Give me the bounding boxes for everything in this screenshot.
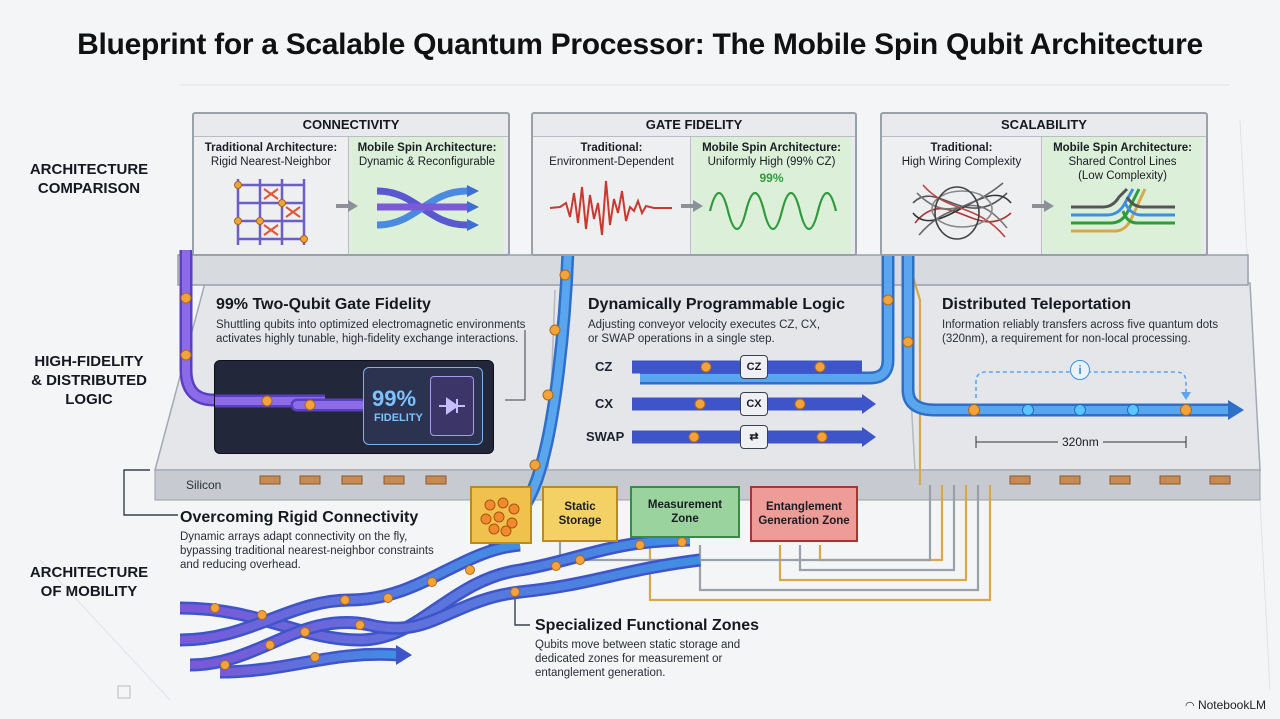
body-line: entanglement generation.	[535, 667, 666, 679]
swap-gate: ⇄	[740, 425, 768, 449]
rigid-section-body: Dynamic arrays adapt connectivity on the…	[180, 530, 434, 572]
fidelity-badge: 99%	[759, 171, 784, 185]
fidelity-label: FIDELITY	[374, 412, 423, 424]
column-desc: Shared Control Lines	[1068, 156, 1177, 168]
mobile-column: Mobile Spin Architecture: Dynamic & Reco…	[350, 137, 504, 254]
scalability-panel: SCALABILITY Traditional: High Wiring Com…	[880, 112, 1208, 256]
body-line: or SWAP operations in a single step.	[588, 333, 775, 345]
row-label-comparison: ARCHITECTURE COMPARISON	[14, 160, 164, 198]
row-label-line: LOGIC	[65, 391, 113, 408]
column-title: Mobile Spin Architecture:	[702, 142, 841, 154]
arrow-icon	[1032, 200, 1054, 212]
row-label-line: ARCHITECTURE	[29, 161, 149, 178]
body-line: Shuttling qubits into optimized electrom…	[216, 319, 526, 331]
traditional-column: Traditional: Environment-Dependent	[533, 137, 691, 254]
shared-lines-icon	[1070, 187, 1175, 233]
row-label-line: COMPARISON	[37, 180, 141, 197]
column-title: Traditional:	[580, 142, 643, 154]
zones-section-body: Qubits move between static storage and d…	[535, 638, 740, 680]
mobile-column: Mobile Spin Architecture: Uniformly High…	[692, 137, 851, 254]
clean-wave-icon	[708, 191, 837, 231]
brand-icon: ◠	[1185, 700, 1195, 712]
silicon-label: Silicon	[186, 478, 222, 492]
info-icon: i	[1070, 360, 1090, 380]
logic-section-body: Adjusting conveyor velocity executes CZ,…	[588, 318, 820, 346]
body-line: bypassing traditional nearest-neighbor c…	[180, 545, 434, 557]
row-label-fidelity: HIGH-FIDELITY & DISTRIBUTED LOGIC	[14, 352, 164, 409]
column-title: Mobile Spin Architecture:	[1053, 142, 1192, 154]
column-title: Mobile Spin Architecture:	[357, 142, 497, 154]
cx-gate: CX	[740, 392, 768, 416]
traditional-column: Traditional: High Wiring Complexity	[882, 137, 1042, 254]
traditional-column: Traditional Architecture: Rigid Nearest-…	[194, 137, 349, 254]
gate-fidelity-panel: GATE FIDELITY Traditional: Environment-D…	[531, 112, 857, 256]
reconfigurable-track-icon	[376, 185, 479, 231]
zones-section-title: Specialized Functional Zones	[535, 617, 760, 634]
body-line: (320nm), a requirement for non-local pro…	[942, 333, 1191, 345]
qubit-cluster-zone	[470, 486, 532, 544]
fidelity-section-title: 99% Two-Qubit Gate Fidelity	[216, 296, 431, 313]
body-line: Qubits move between static storage and	[535, 639, 741, 651]
column-desc: Dynamic & Reconfigurable	[358, 156, 496, 168]
qubit-cluster-icon	[480, 497, 520, 537]
body-line: activates highly tunable, high-fidelity …	[216, 333, 519, 345]
row-label-line: ARCHITECTURE	[29, 564, 149, 581]
fidelity-display: 99% FIDELITY	[363, 367, 483, 445]
mobile-column: Mobile Spin Architecture: Shared Control…	[1043, 137, 1202, 254]
noisy-wave-icon	[549, 180, 672, 236]
panel-heading: CONNECTIVITY	[194, 114, 508, 137]
column-desc: (Low Complexity)	[1078, 170, 1167, 182]
arrow-icon	[336, 200, 358, 212]
column-desc: High Wiring Complexity	[901, 156, 1022, 168]
tangled-wires-icon	[911, 182, 1012, 240]
fidelity-value: 99%	[372, 386, 417, 411]
row-label-line: OF MOBILITY	[40, 583, 138, 600]
panel-heading: SCALABILITY	[882, 114, 1206, 137]
arrow-icon	[681, 200, 703, 212]
rigid-grid-icon	[234, 179, 308, 245]
body-line: Adjusting conveyor velocity executes CZ,…	[588, 319, 821, 331]
op-label-cz: CZ	[595, 359, 613, 374]
brand-name: NotebookLM	[1197, 698, 1266, 712]
column-title: Traditional:	[930, 142, 993, 154]
rigid-section-title: Overcoming Rigid Connectivity	[180, 509, 419, 526]
body-line: and reducing overhead.	[180, 559, 301, 571]
gate-symbol-icon	[430, 376, 474, 436]
fidelity-section-body: Shuttling qubits into optimized electrom…	[216, 318, 525, 346]
op-label-cx: CX	[595, 396, 614, 411]
teleport-section-body: Information reliably transfers across fi…	[942, 318, 1218, 346]
brand-logo: ◠ NotebookLM	[1185, 698, 1266, 712]
distance-label: 320nm	[1058, 435, 1103, 449]
column-desc: Uniformly High (99% CZ)	[707, 156, 836, 168]
entanglement-zone: Entanglement Generation Zone	[750, 486, 858, 542]
connectivity-panel: CONNECTIVITY Traditional Architecture: R…	[192, 112, 510, 256]
device-track	[215, 394, 368, 412]
row-label-mobility: ARCHITECTURE OF MOBILITY	[14, 563, 164, 601]
column-desc: Environment-Dependent	[549, 156, 674, 168]
fidelity-device: 99% FIDELITY	[214, 360, 494, 454]
logic-section-title: Dynamically Programmable Logic	[588, 296, 845, 313]
static-storage-zone: Static Storage	[542, 486, 618, 542]
op-label-swap: SWAP	[586, 429, 625, 444]
body-line: Dynamic arrays adapt connectivity on the…	[180, 531, 408, 543]
measurement-zone: Measurement Zone	[630, 486, 740, 538]
panel-heading: GATE FIDELITY	[533, 114, 855, 137]
body-line: Information reliably transfers across fi…	[942, 319, 1219, 331]
column-title: Traditional Architecture:	[204, 142, 338, 154]
body-line: dedicated zones for measurement or	[535, 653, 723, 665]
page-title: Blueprint for a Scalable Quantum Process…	[77, 28, 1203, 61]
row-label-line: & DISTRIBUTED	[31, 372, 147, 389]
teleport-section-title: Distributed Teleportation	[942, 296, 1132, 313]
row-label-line: HIGH-FIDELITY	[34, 353, 144, 370]
column-desc: Rigid Nearest-Neighbor	[210, 156, 332, 168]
cz-gate: CZ	[740, 355, 768, 379]
